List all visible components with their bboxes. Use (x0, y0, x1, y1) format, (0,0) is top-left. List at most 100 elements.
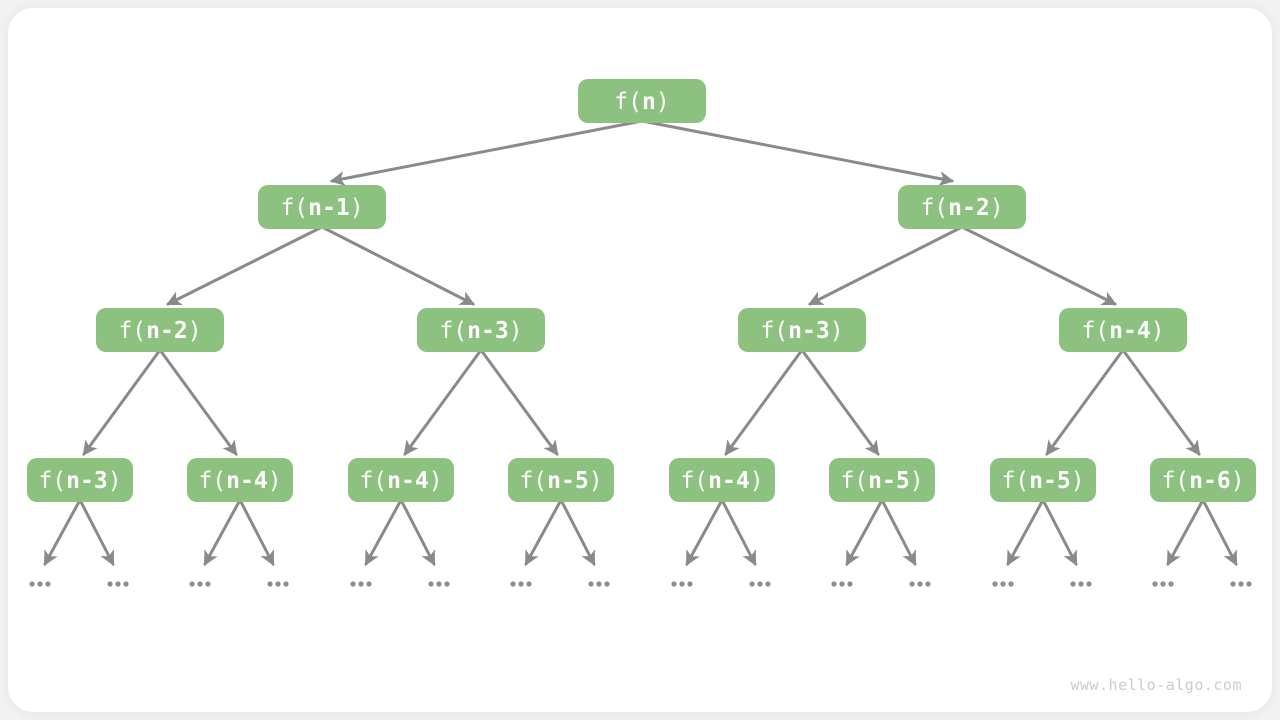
edges-layer (43, 119, 1238, 566)
node-box (738, 308, 866, 352)
node-label: f(n-1) (280, 195, 363, 221)
ellipsis-dot (189, 581, 195, 587)
tree-edge (724, 348, 804, 456)
node-box (348, 458, 454, 502)
ellipsis-leaf (831, 581, 853, 587)
tree-edge (800, 348, 880, 456)
ellipsis-dot (283, 581, 289, 587)
ellipsis-leaf (1230, 581, 1252, 587)
tree-node: f(n-5) (508, 458, 614, 502)
ellipsis-leaf (267, 581, 289, 587)
node-label: f(n-3) (439, 318, 522, 344)
node-label: f(n-3) (38, 468, 121, 494)
tree-node: f(n-4) (1059, 308, 1187, 352)
node-label: f(n-5) (1001, 468, 1084, 494)
ellipsis-dot (604, 581, 610, 587)
ellipsis-dot (107, 581, 113, 587)
tree-node: f(n-2) (898, 185, 1026, 229)
ellipsis-dot (29, 581, 35, 587)
tree-node: f(n-3) (27, 458, 133, 502)
tree-node: f(n-3) (738, 308, 866, 352)
ellipsis-dot (1152, 581, 1158, 587)
ellipsis-dot (1008, 581, 1014, 587)
node-box (417, 308, 545, 352)
ellipsis-dot (1078, 581, 1084, 587)
tree-edge (399, 498, 436, 566)
ellipsis-leaf (992, 581, 1014, 587)
tree-node: f(n) (578, 79, 706, 123)
tree-edge (203, 498, 242, 566)
ellipsis-leaf (1070, 581, 1092, 587)
tree-node: f(n-2) (96, 308, 224, 352)
tree-edge (845, 498, 884, 566)
node-box (1150, 458, 1256, 502)
node-label: f(n-5) (519, 468, 602, 494)
node-box (187, 458, 293, 502)
node-box (258, 185, 386, 229)
tree-edge (559, 498, 596, 566)
tree-edge (479, 348, 559, 456)
tree-edge (43, 498, 82, 566)
ellipsis-leaf (189, 581, 211, 587)
node-label: f(n-4) (359, 468, 442, 494)
ellipsis-dot (267, 581, 273, 587)
ellipsis-dot (275, 581, 281, 587)
tree-edge (238, 498, 275, 566)
tree-node: f(n-1) (258, 185, 386, 229)
ellipsis-dot (831, 581, 837, 587)
ellipsis-dot (992, 581, 998, 587)
ellipsis-dot (847, 581, 853, 587)
ellipsis-leaf (428, 581, 450, 587)
tree-edge (1045, 348, 1125, 456)
tree-edge (1201, 498, 1238, 566)
node-label: f(n-6) (1161, 468, 1244, 494)
ellipsis-dot (197, 581, 203, 587)
tree-edge (320, 225, 476, 306)
ellipsis-leaf (909, 581, 931, 587)
ellipsis-dot (518, 581, 524, 587)
node-box (829, 458, 935, 502)
tree-edge (158, 348, 238, 456)
ellipsis-leaf (107, 581, 129, 587)
ellipsis-leaf (749, 581, 771, 587)
ellipsis-dot (510, 581, 516, 587)
node-box (669, 458, 775, 502)
tree-edge (720, 498, 757, 566)
ellipsis-dot (596, 581, 602, 587)
leaves-layer (29, 581, 1252, 587)
ellipsis-dot (765, 581, 771, 587)
tree-edge (685, 498, 724, 566)
node-label: f(n-4) (198, 468, 281, 494)
ellipsis-leaf (510, 581, 532, 587)
node-box (508, 458, 614, 502)
ellipsis-leaf (588, 581, 610, 587)
ellipsis-leaf (671, 581, 693, 587)
tree-edge (524, 498, 563, 566)
tree-edge (807, 225, 964, 306)
tree-node: f(n-3) (417, 308, 545, 352)
node-label: f(n) (614, 89, 669, 115)
ellipsis-dot (909, 581, 915, 587)
ellipsis-dot (366, 581, 372, 587)
ellipsis-dot (205, 581, 211, 587)
tree-edge (82, 348, 162, 456)
node-box (96, 308, 224, 352)
tree-node: f(n-4) (669, 458, 775, 502)
ellipsis-dot (37, 581, 43, 587)
ellipsis-dot (588, 581, 594, 587)
ellipsis-dot (436, 581, 442, 587)
ellipsis-dot (925, 581, 931, 587)
ellipsis-dot (115, 581, 121, 587)
ellipsis-dot (687, 581, 693, 587)
ellipsis-dot (671, 581, 677, 587)
nodes-layer: f(n) f(n-1) f(n-2) f(n-2) f(n-3) f(n-3) f(n-4)… (27, 79, 1256, 502)
tree-edge (640, 119, 955, 186)
tree-edge (329, 119, 644, 186)
ellipsis-dot (679, 581, 685, 587)
ellipsis-dot (917, 581, 923, 587)
node-label: f(n-4) (1081, 318, 1164, 344)
node-box (1059, 308, 1187, 352)
ellipsis-dot (1000, 581, 1006, 587)
